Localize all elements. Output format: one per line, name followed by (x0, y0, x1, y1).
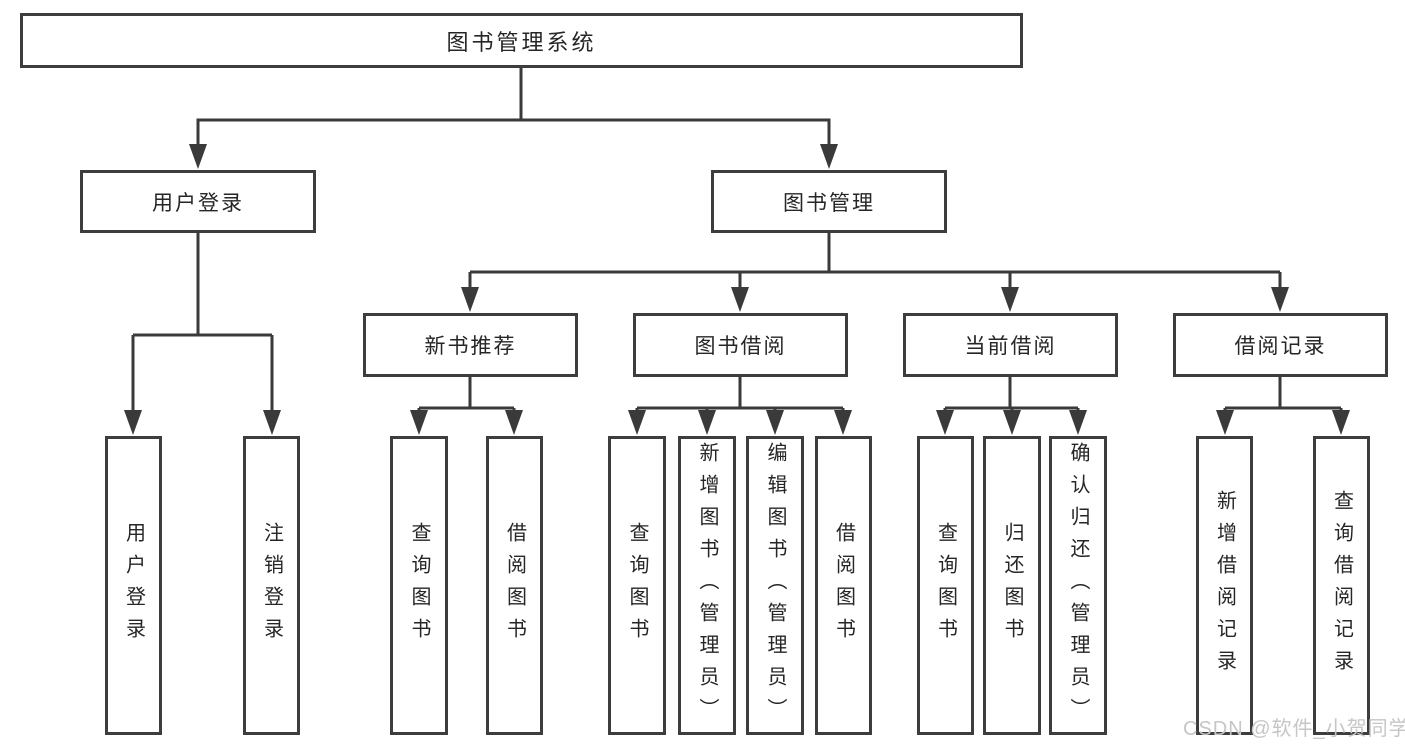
leaf-borrow-borrow-books-label: 借阅图书 (832, 521, 855, 650)
node-book-borrowing-label: 图书借阅 (694, 335, 787, 358)
node-current-borrowing-label: 当前借阅 (964, 335, 1057, 358)
leaf-add-books-admin: 新增图书（管理员） (678, 436, 736, 735)
leaf-newbook-borrow-books-label: 借阅图书 (503, 521, 526, 650)
node-root-label: 图书管理系统 (446, 29, 597, 55)
leaf-logout-label: 注销登录 (260, 521, 283, 650)
leaf-newbook-borrow-books: 借阅图书 (486, 436, 543, 735)
leaf-query-borrow-record-label: 查询借阅记录 (1330, 489, 1353, 682)
leaf-logout: 注销登录 (243, 436, 300, 735)
leaf-user-login: 用户登录 (105, 436, 162, 735)
leaf-add-borrow-record-label: 新增借阅记录 (1213, 489, 1236, 682)
node-borrowing-records-label: 借阅记录 (1234, 335, 1327, 358)
leaf-return-books: 归还图书 (983, 436, 1041, 735)
node-user-login-label: 用户登录 (152, 191, 244, 215)
leaf-current-query-books-label: 查询图书 (934, 521, 957, 650)
node-user-login: 用户登录 (80, 170, 316, 233)
leaf-confirm-return-admin: 确认归还（管理员） (1049, 436, 1107, 735)
leaf-current-query-books: 查询图书 (917, 436, 974, 735)
leaf-newbook-query-books: 查询图书 (390, 436, 448, 735)
leaf-borrow-query-books: 查询图书 (608, 436, 666, 735)
leaf-confirm-return-admin-label: 确认归还（管理员） (1067, 441, 1089, 730)
node-book-management: 图书管理 (711, 170, 947, 233)
node-book-borrowing: 图书借阅 (633, 313, 848, 377)
arrowheads (124, 144, 1350, 435)
leaf-user-login-label: 用户登录 (122, 521, 145, 650)
leaf-borrow-query-books-label: 查询图书 (626, 521, 648, 650)
node-new-book-recommend: 新书推荐 (363, 313, 578, 377)
csdn-watermark: CSDN @软件_小贺同学 (1183, 718, 1405, 740)
leaf-add-borrow-record: 新增借阅记录 (1196, 436, 1253, 735)
leaf-newbook-query-books-label: 查询图书 (408, 521, 430, 650)
leaf-return-books-label: 归还图书 (1001, 521, 1023, 650)
node-borrowing-records: 借阅记录 (1173, 313, 1388, 377)
leaf-edit-books-admin: 编辑图书（管理员） (746, 436, 804, 735)
leaf-query-borrow-record: 查询借阅记录 (1313, 436, 1370, 735)
leaf-add-books-admin-label: 新增图书（管理员） (696, 441, 718, 730)
node-new-book-recommend-label: 新书推荐 (424, 335, 517, 358)
leaf-edit-books-admin-label: 编辑图书（管理员） (764, 441, 786, 730)
node-current-borrowing: 当前借阅 (903, 313, 1118, 377)
node-book-management-label: 图书管理 (783, 191, 875, 215)
leaf-borrow-borrow-books: 借阅图书 (815, 436, 872, 735)
node-root-system: 图书管理系统 (20, 13, 1023, 68)
